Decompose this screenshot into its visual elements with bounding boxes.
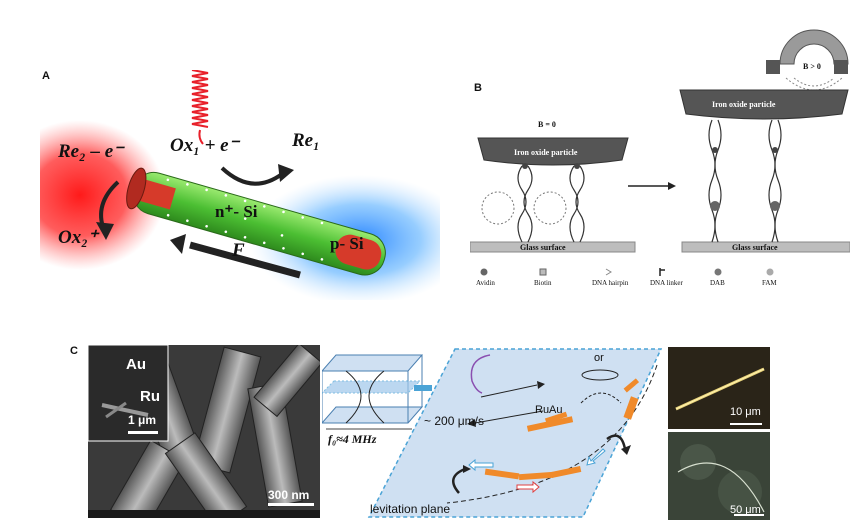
legend-dna-hairpin: DNA hairpin: [592, 279, 629, 287]
speed-label: ~ 200 μm/s: [424, 414, 484, 428]
micro-scale-top: 10 μm: [730, 406, 761, 418]
levitation-plane: [367, 348, 663, 518]
label-ox2: Ox₂⁺: [58, 227, 98, 248]
dab-icon: [714, 268, 722, 276]
red-glow: [40, 120, 165, 270]
panel-a-diagram: [40, 70, 440, 300]
label-p-si: p- Si: [330, 234, 364, 253]
dna-hairpin-icon: [605, 268, 612, 276]
label-force: F: [232, 240, 245, 261]
sem-inset-scale: 1 μm: [128, 413, 157, 427]
legend-biotin: Biotin: [534, 279, 552, 287]
surface-label-right: Glass surface: [732, 243, 778, 252]
microscope-image-top: [668, 347, 770, 429]
ruau-label: RuAu: [535, 404, 563, 416]
biotin-icon: [539, 268, 547, 276]
micro-scale-bottom: 50 μm: [730, 504, 761, 516]
legend-dna-linker: DNA linker: [650, 279, 683, 287]
force-arrow: [189, 241, 301, 279]
fam-icon: [766, 268, 774, 276]
sem-image: [88, 345, 320, 518]
label-re2: Re₂ – e⁻: [58, 141, 124, 162]
magnet-icon: [766, 29, 849, 91]
legend-fam: FAM: [762, 279, 777, 287]
frequency-label: f₀≈4 MHz: [328, 432, 377, 446]
label-n-si: n⁺- Si: [215, 202, 258, 221]
panel-b-letter: B: [474, 82, 482, 94]
zoom-arrow: [414, 385, 432, 391]
or-label: or: [594, 352, 604, 364]
sem-scale: 300 nm: [268, 488, 310, 502]
legend-avidin: Avidin: [476, 279, 495, 287]
microscope-image-bottom: [668, 432, 770, 520]
light-wave-icon: [191, 70, 209, 128]
levitation-plane-label: levitation plane: [370, 502, 451, 516]
surface-label-left: Glass surface: [520, 243, 566, 252]
nanowire-rod: [126, 167, 386, 276]
particle-label-left: Iron oxide particle: [514, 148, 578, 157]
label-re1: Re₁: [292, 130, 320, 151]
avidin-icon: [480, 268, 488, 276]
sem-ru-label: Ru: [140, 388, 160, 405]
panel-c-letter: C: [70, 345, 78, 357]
dna-linker-icon: [659, 268, 665, 276]
particle-label-right: Iron oxide particle: [712, 100, 776, 109]
panel-a-letter: A: [42, 70, 50, 82]
sem-au-label: Au: [126, 356, 146, 373]
arrow-ox1-re1: [220, 166, 284, 186]
panel-b-diagram: [470, 29, 850, 276]
acoustic-cell: [322, 354, 432, 430]
label-ox1: Ox₁ + e⁻: [170, 135, 239, 156]
legend-dab: DAB: [710, 279, 725, 287]
label-b-zero: B = 0: [538, 120, 556, 129]
label-b-positive: B > 0: [803, 62, 821, 71]
